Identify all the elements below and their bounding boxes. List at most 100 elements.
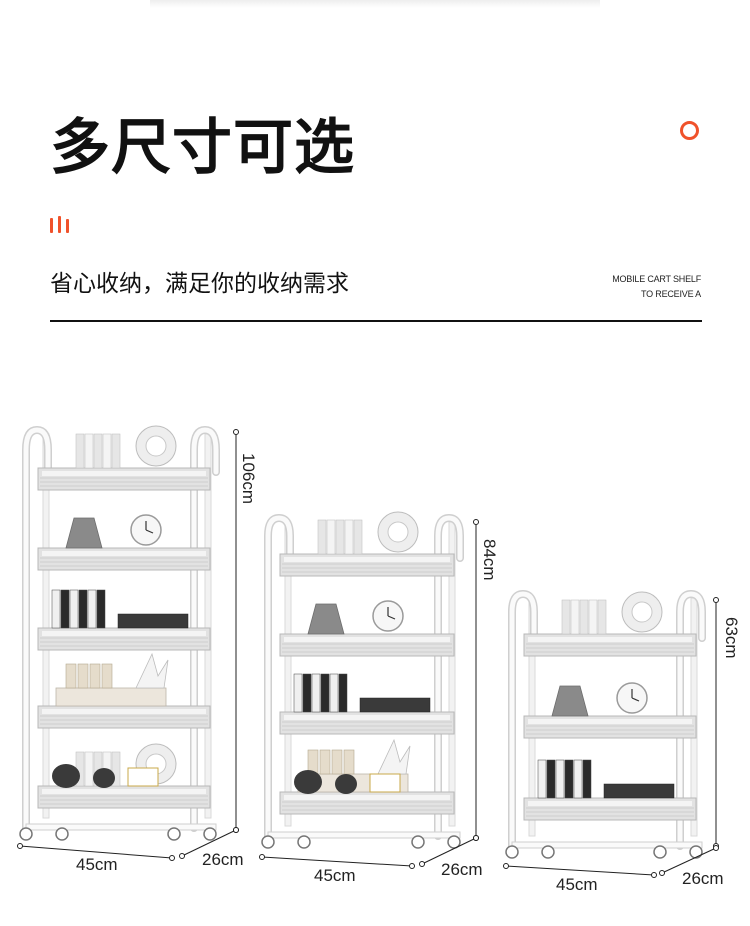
bars-icon bbox=[50, 216, 74, 234]
dimension-end bbox=[419, 861, 425, 867]
lantern bbox=[307, 603, 345, 635]
depth-dimension-line bbox=[421, 837, 477, 865]
dimension-end bbox=[233, 827, 239, 833]
coral-decor bbox=[377, 738, 411, 775]
width-dimension-line bbox=[261, 856, 413, 867]
wheel-1 bbox=[19, 827, 33, 841]
width-label-1: 45cm bbox=[76, 855, 118, 874]
height-label-2: 84cm bbox=[480, 539, 499, 581]
basket-rim-1 bbox=[42, 471, 206, 476]
bunny-figure bbox=[52, 764, 80, 788]
divider-rule bbox=[50, 320, 702, 322]
book bbox=[555, 759, 565, 799]
height-label-3: 63cm bbox=[722, 617, 741, 659]
depth-dimension-line bbox=[181, 829, 237, 857]
small-box bbox=[101, 663, 113, 689]
book bbox=[302, 673, 312, 713]
book bbox=[87, 589, 97, 629]
book-stack bbox=[603, 783, 675, 799]
width-label-2: 45cm bbox=[314, 866, 356, 885]
book bbox=[78, 589, 88, 629]
tray bbox=[55, 687, 167, 707]
wheel-3 bbox=[411, 835, 425, 849]
book bbox=[69, 589, 79, 629]
book bbox=[293, 673, 303, 713]
dimension-end bbox=[233, 429, 239, 435]
gift-box bbox=[369, 773, 401, 793]
wheel-3 bbox=[653, 845, 667, 859]
book bbox=[546, 759, 556, 799]
book bbox=[579, 599, 589, 635]
dimension-end bbox=[259, 854, 265, 860]
top-fade bbox=[150, 0, 600, 8]
width-dimension-line bbox=[505, 865, 655, 876]
book bbox=[60, 589, 70, 629]
depth-label-2: 26cm bbox=[441, 860, 483, 879]
decor-ring-inner bbox=[631, 601, 653, 623]
handle-1 bbox=[265, 515, 293, 839]
cart-3 bbox=[503, 589, 719, 878]
handle-2 bbox=[677, 591, 705, 849]
book bbox=[75, 433, 85, 469]
book bbox=[102, 433, 112, 469]
handle-1 bbox=[23, 427, 51, 831]
dimension-end bbox=[473, 519, 479, 525]
wheel-2 bbox=[541, 845, 555, 859]
coral-decor bbox=[135, 652, 169, 689]
book bbox=[320, 673, 330, 713]
book-stack bbox=[359, 697, 431, 713]
height-label-1: 106cm bbox=[239, 453, 258, 505]
small-box bbox=[89, 663, 101, 689]
book bbox=[84, 433, 94, 469]
basket-rim-5 bbox=[42, 789, 206, 794]
book bbox=[570, 599, 580, 635]
small-box bbox=[65, 663, 77, 689]
dimension-end bbox=[503, 863, 509, 869]
dimension-end bbox=[409, 863, 415, 869]
page-title: 多尺寸可选 bbox=[50, 113, 355, 183]
book bbox=[537, 759, 547, 799]
lantern bbox=[65, 517, 103, 549]
book bbox=[111, 751, 121, 787]
book bbox=[51, 589, 61, 629]
basket-rim-2 bbox=[42, 551, 206, 556]
base-bar bbox=[25, 823, 217, 831]
bunny-figure bbox=[93, 768, 115, 788]
book bbox=[344, 519, 354, 555]
book bbox=[317, 519, 327, 555]
basket-rim-4 bbox=[42, 709, 206, 714]
basket-rim-4 bbox=[284, 795, 450, 800]
book bbox=[353, 519, 363, 555]
english-caption: MOBILE CART SHELF TO RECEIVE A bbox=[612, 272, 701, 302]
width-dimension-line bbox=[19, 845, 173, 859]
basket-rim-1 bbox=[528, 637, 692, 642]
book bbox=[588, 599, 598, 635]
wheel-4 bbox=[203, 827, 217, 841]
dimension-end bbox=[651, 872, 657, 878]
book bbox=[573, 759, 583, 799]
dimension-end bbox=[473, 835, 479, 841]
basket-rim-2 bbox=[528, 719, 692, 724]
dimension-end bbox=[169, 855, 175, 861]
base-bar bbox=[267, 831, 461, 839]
english-caption-line-2: TO RECEIVE A bbox=[641, 289, 701, 299]
book bbox=[93, 433, 103, 469]
basket-rim-3 bbox=[42, 631, 206, 636]
basket-rim-2 bbox=[284, 637, 450, 642]
small-box bbox=[331, 749, 343, 775]
dimension-end bbox=[179, 853, 185, 859]
width-label-3: 45cm bbox=[556, 875, 598, 894]
cart-2 bbox=[259, 511, 479, 869]
dimension-end bbox=[17, 843, 23, 849]
book bbox=[111, 433, 121, 469]
clock-hand bbox=[387, 615, 396, 620]
lantern bbox=[551, 685, 589, 717]
wheel-4 bbox=[447, 835, 461, 849]
rear-post-2 bbox=[204, 433, 212, 819]
subtitle: 省心收纳，满足你的收纳需求 bbox=[50, 271, 349, 297]
basket-rim-1 bbox=[284, 557, 450, 562]
rear-post-1 bbox=[42, 433, 50, 819]
book-stack bbox=[117, 613, 189, 629]
depth-label-1: 26cm bbox=[202, 850, 244, 869]
